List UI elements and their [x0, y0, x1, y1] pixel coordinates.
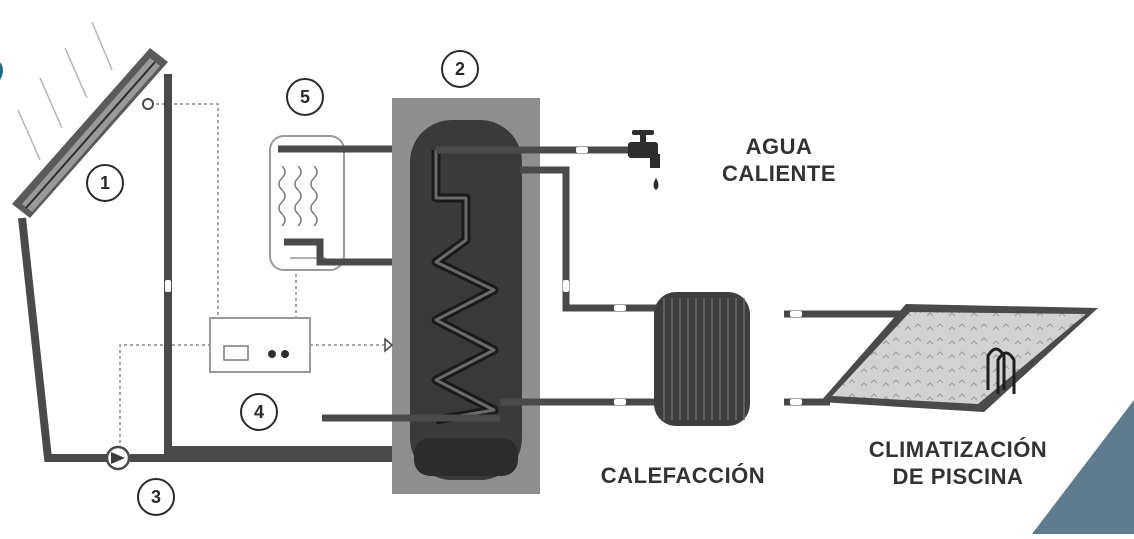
label-agua-line2: CALIENTE [722, 161, 836, 186]
label-calefaccion: CALEFACCIÓN [590, 462, 776, 489]
controller-box [209, 317, 311, 373]
marker-2: 2 [441, 50, 479, 88]
label-piscina-line2: DE PISCINA [892, 464, 1024, 489]
radiator [654, 292, 750, 426]
label-piscina-line1: CLIMATIZACIÓN [868, 437, 1048, 462]
pool-ladder-icon [986, 347, 1016, 394]
storage-tank [392, 98, 540, 494]
collector-loop-pipes [18, 74, 408, 462]
label-agua-caliente: AGUA CALIENTE [706, 133, 852, 187]
pool-flow-markers [790, 311, 802, 405]
marker-5: 5 [286, 78, 324, 116]
marker-1: 1 [86, 164, 124, 202]
corner-accent [1032, 400, 1134, 534]
sun-rays [17, 21, 113, 161]
circulation-pump [105, 445, 131, 471]
hot-water-flow-marker [576, 147, 588, 153]
solar-collector [12, 48, 168, 218]
collector-sensor [142, 98, 154, 110]
label-agua-line1: AGUA [745, 134, 813, 159]
control-wires [119, 103, 385, 443]
swimming-pool [820, 304, 1098, 412]
heating-flow-markers [563, 280, 626, 405]
auxiliary-boiler [269, 135, 345, 271]
edge-accent-left [0, 62, 3, 80]
tank-sensor [384, 337, 394, 353]
marker-4: 4 [240, 393, 278, 431]
faucet-icon [628, 130, 660, 190]
heating-pipes [500, 166, 660, 406]
marker-3: 3 [137, 478, 175, 516]
tank-internal-coil-inner [434, 150, 496, 422]
label-calefaccion-text: CALEFACCIÓN [600, 463, 766, 488]
label-climatizacion-piscina: CLIMATIZACIÓN DE PISCINA [852, 436, 1064, 490]
